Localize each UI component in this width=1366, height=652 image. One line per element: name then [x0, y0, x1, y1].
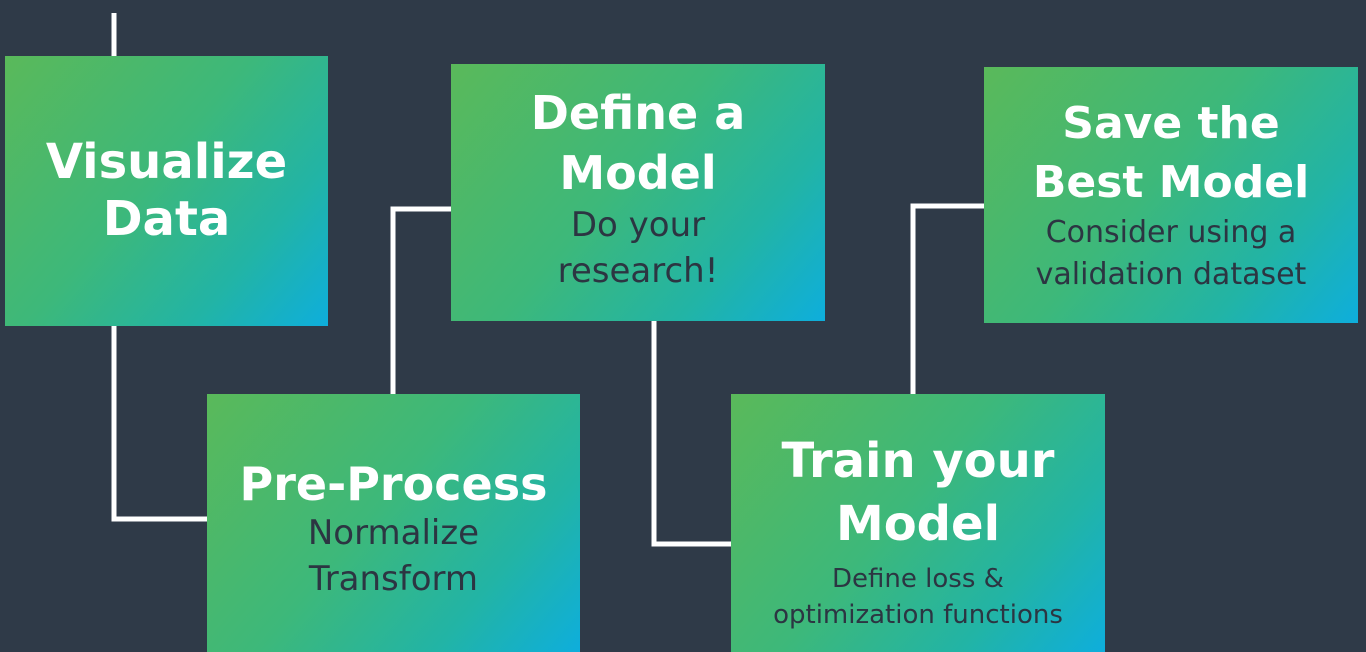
connector-visualize-to-preprocess [111, 326, 207, 522]
connector-define-to-train [651, 321, 731, 547]
step-define-model: Define a Model Do your research! [451, 64, 825, 321]
step-title: Pre-Process [239, 456, 548, 511]
step-title: Define a Model [530, 85, 746, 200]
step-visualize-data: Visualize Data [5, 56, 328, 326]
step-train-model: Train your Model Define loss & optimizat… [731, 394, 1105, 652]
connector-preprocess-to-define [390, 206, 451, 394]
step-subtitle: Normalize Transform [307, 513, 480, 600]
step-subtitle: Consider using a validation dataset [1035, 215, 1307, 293]
step-pre-process: Pre-Process Normalize Transform [207, 394, 580, 652]
step-title: Visualize Data [45, 134, 288, 247]
step-save-best-model: Save the Best Model Consider using a val… [984, 67, 1358, 323]
step-subtitle: Define loss & optimization functions [773, 564, 1063, 631]
connector-train-to-save [910, 203, 984, 394]
step-title: Save the Best Model [1032, 97, 1310, 208]
step-subtitle: Do your research! [557, 205, 719, 292]
step-title: Train your Model [781, 433, 1055, 552]
